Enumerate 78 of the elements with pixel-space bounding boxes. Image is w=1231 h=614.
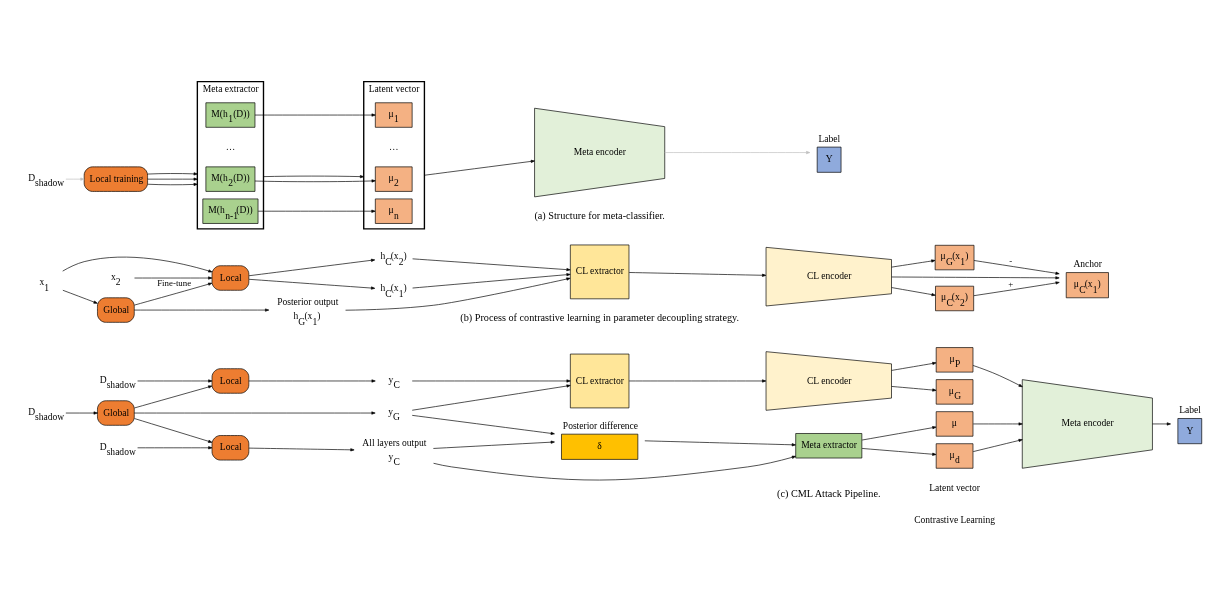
node-box: Meta extractor [795,433,863,459]
node-box: Global [97,400,135,426]
arrow [134,411,376,415]
node-box: Meta encoder [1021,379,1153,469]
arrow [412,258,571,272]
arrow [411,415,555,435]
edge-label: + [1008,279,1014,290]
arrow [134,282,213,306]
arrow [424,159,535,176]
arrow [147,177,198,181]
arrow [254,179,376,183]
arrow [411,379,571,383]
arrow [891,276,1060,280]
arrow [257,209,376,213]
node-label: Anchor [1073,258,1102,270]
arrow [62,289,98,304]
node-box: Local [211,368,250,394]
edge-label: Fine-tune [157,278,192,289]
node-label: Label [1179,404,1201,416]
node-box: CL extractor [570,244,630,300]
node-box: Local [211,435,250,461]
arrow [861,448,937,456]
arrow [628,379,767,383]
arrow [973,260,1060,275]
arrow [345,277,571,311]
arrow [62,256,213,273]
node-label: Posterior output [277,296,339,308]
arrow [644,440,796,447]
arrow [137,379,213,383]
node-box: CL extractor [570,353,630,409]
arrow [411,384,571,411]
arrow [891,361,937,371]
arrow [248,447,355,452]
node-box: Local [211,265,250,291]
label: … [388,140,399,152]
arrow [891,259,936,268]
node-label: Label [818,132,841,144]
node-box: CL encoder [765,351,892,411]
arrow [861,426,937,441]
arrow [134,308,270,312]
node-box: Local training [83,166,148,192]
label: … [225,140,236,152]
arrow [147,172,198,176]
arrow [134,385,213,409]
arrow [137,446,213,450]
arrow [1152,422,1171,426]
node-box: μ [935,411,974,437]
arrow [248,278,376,290]
label: Latent vector [929,481,980,493]
arrow [433,455,796,481]
node-box: Global [97,297,135,323]
arrow [972,422,1023,426]
arrow [973,281,1060,296]
label: (c) CML Attack Pipeline. [777,488,881,500]
edge-label: - [1009,255,1013,266]
arrow [134,276,213,280]
node-box: Meta encoder [534,107,666,198]
arrow [263,175,365,179]
arrow [433,440,555,449]
arrow [147,182,198,186]
arrow [972,365,1023,388]
arrow [248,258,376,277]
arrow [628,272,767,277]
label: (b) Process of contrastive learning in parameter decoupling strategy. [460,312,740,324]
arrow [891,386,937,392]
node-label: All layers output [362,436,427,448]
arrow [65,411,98,415]
arrow [412,273,571,289]
arrow [248,379,376,383]
arrow [891,287,936,297]
arrow [972,438,1023,452]
label: (a) Structure for meta-classifier. [534,210,665,222]
arrow [134,418,213,443]
arrow [254,113,376,117]
node-label: Posterior difference [562,419,639,431]
label: Contrastive Learning [914,513,995,525]
arrow [664,151,811,155]
node-box: CL encoder [765,247,892,307]
